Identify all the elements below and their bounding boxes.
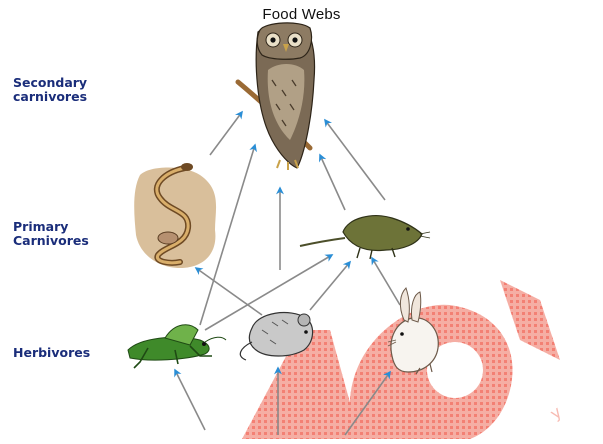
arrow-rabbit-to-owl [325, 120, 385, 200]
snake-illustration [134, 163, 216, 268]
level-label-primary-carnivores: Primary Carnivores [13, 220, 89, 248]
level-label-line: Primary [13, 220, 89, 234]
rabbit-illustration [388, 288, 438, 374]
arrow-rabbit-to-shrew [372, 258, 400, 305]
level-label-secondary-carnivores: Secondary carnivores [13, 76, 87, 104]
level-label-herbivores: Herbivores [13, 346, 90, 360]
page-title: Food Webs [0, 6, 603, 23]
arrow-shrew-to-owl [320, 155, 345, 210]
arrow-plant-to-grasshopper [175, 370, 205, 430]
level-label-line: carnivores [13, 90, 87, 104]
shrew-illustration [300, 216, 430, 259]
owl-illustration [238, 23, 315, 170]
level-label-line: Carnivores [13, 234, 89, 248]
arrow-snake-to-owl [210, 112, 242, 155]
grasshopper-illustration [128, 325, 226, 368]
arrow-mouse-to-shrew [310, 262, 350, 310]
svg-text:y: y [546, 402, 565, 423]
level-label-line: Secondary [13, 76, 87, 90]
